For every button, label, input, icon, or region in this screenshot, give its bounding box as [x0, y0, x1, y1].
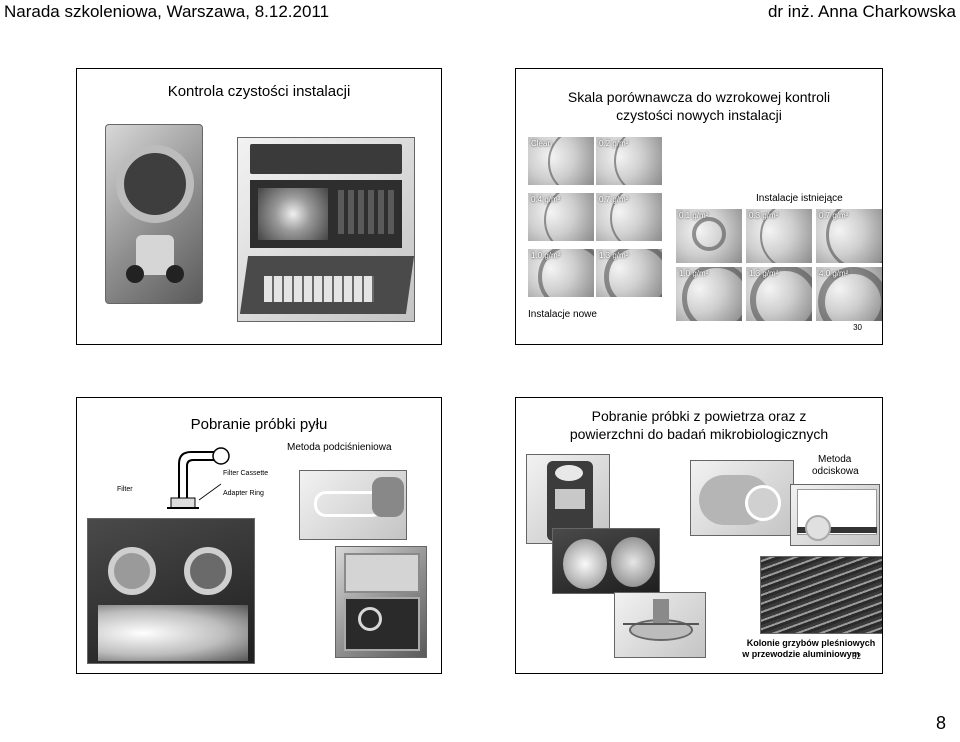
air-sampler-photo	[526, 454, 610, 544]
slide-title-line1: Skala porównawcza do wzrokowej kontroli	[567, 89, 831, 105]
inspection-console-photo	[237, 137, 415, 322]
slide-cleanliness-control: Kontrola czystości instalacji	[76, 68, 442, 345]
scale-tile-new: 1.3 g/m²	[596, 249, 662, 297]
slide-dust-sampling: Pobranie próbki pyłu Metoda podciśnienio…	[76, 397, 442, 674]
scale-tile-existing: 0.1 g/m²	[676, 209, 742, 263]
scale-tile-new: 0.7 g/m²	[596, 193, 662, 241]
slide-number: 32	[852, 652, 861, 661]
slide-title: Kontrola czystości instalacji	[167, 83, 351, 100]
scale-tile-new: Clean	[528, 137, 594, 185]
new-installations-label: Instalacje nowe	[528, 309, 597, 320]
method-label-line2: odciskowa	[812, 466, 859, 477]
slide-title-line2: czystości nowych instalacji	[616, 107, 782, 123]
scale-tile-existing: 1.3 g/m²	[746, 267, 812, 321]
filter-label: Filter	[117, 486, 133, 493]
scale-tile-new: 0.2 g/m²	[596, 137, 662, 185]
test-kit-box-photo	[790, 484, 880, 546]
adapter-ring-label: Adapter Ring	[223, 490, 264, 497]
sampling-case-photo	[335, 546, 427, 658]
method-label-line1: Metoda	[818, 454, 852, 465]
filter-cassette-label: Filter Cassette	[223, 470, 269, 477]
slide-title-line2: powierzchni do badań mikrobiologicznych	[569, 426, 829, 442]
page-header: Narada szkoleniowa, Warszawa, 8.12.2011 …	[0, 0, 960, 28]
mold-caption-line2: w przewodzie aluminiowym	[742, 649, 860, 659]
mold-duct-photo	[760, 556, 882, 634]
scale-tile-existing: 4.0 g/m²	[816, 267, 882, 321]
method-label: Metoda podciśnieniowa	[287, 442, 392, 453]
sampler-heads-photo	[552, 528, 660, 594]
scale-tile-existing: 0.7 g/m²	[816, 209, 882, 263]
pipe-robot-photo	[105, 124, 203, 304]
scale-tile-new: 1.0 g/m²	[528, 249, 594, 297]
header-author: dr inż. Anna Charkowska	[767, 2, 956, 21]
scale-tile-existing: 0.3 g/m²	[746, 209, 812, 263]
slide-title-line1: Pobranie próbki z powietrza oraz z	[591, 408, 807, 424]
scale-tile-new: 0.4 g/m²	[528, 193, 594, 241]
filter-cassettes-photo	[87, 518, 255, 664]
existing-installations-label: Instalacje istniejące	[756, 193, 843, 204]
slide-number: 30	[853, 323, 862, 332]
filter-cassette-diagram	[167, 447, 230, 509]
slide-comparison-scale: Skala porównawcza do wzrokowej kontroli …	[515, 68, 883, 345]
surface-template-photo	[299, 470, 407, 540]
contact-plate-hand-photo	[690, 460, 794, 536]
impactor-device-photo	[614, 592, 706, 658]
slide-microbiological-sampling: Pobranie próbki z powietrza oraz z powie…	[515, 397, 883, 674]
mold-caption-line1: Kolonie grzybów pleśniowych	[746, 638, 876, 648]
scale-tile-existing: 1.0 g/m²	[676, 267, 742, 321]
slide-title: Pobranie próbki pyłu	[190, 416, 328, 433]
header-event: Narada szkoleniowa, Warszawa, 8.12.2011	[4, 2, 330, 21]
page-number: 8	[935, 713, 946, 733]
